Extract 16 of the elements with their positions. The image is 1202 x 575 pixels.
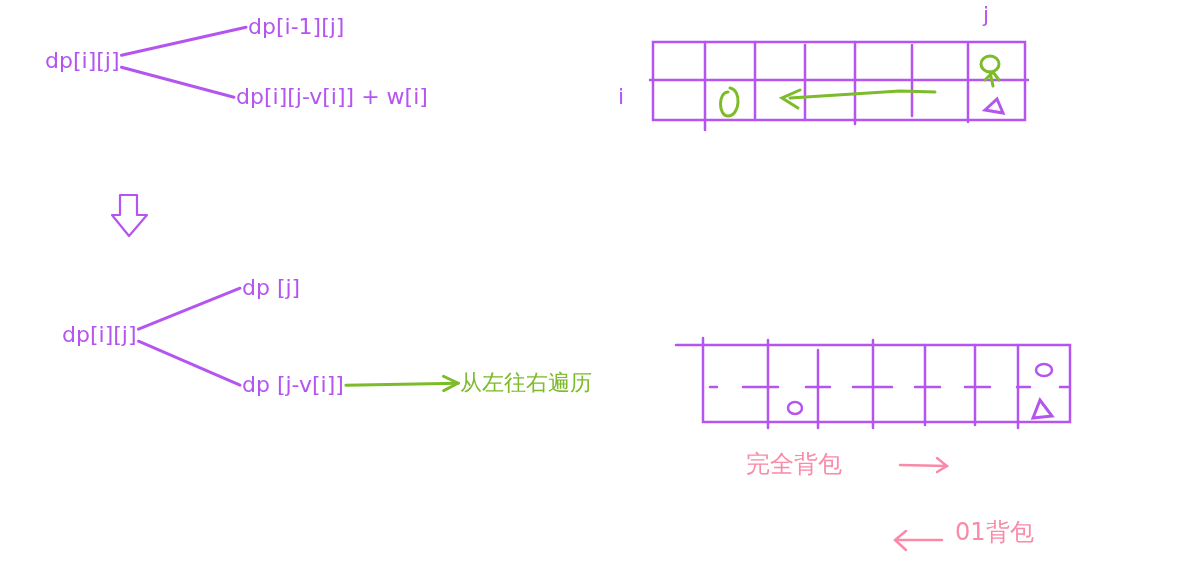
formula-text: dp [j] [242, 275, 301, 302]
branch-line [120, 65, 236, 99]
branch-line [120, 25, 248, 57]
label-text: i [618, 84, 625, 111]
label-text: j [983, 2, 990, 29]
formula-text: dp[i-1][j] [248, 14, 345, 41]
formula-text: dp[i][j-v[i]] + w[i] [236, 84, 428, 111]
branch-line [137, 286, 242, 331]
label-text: 完全背包 [746, 450, 842, 479]
branch-line [137, 339, 242, 387]
formula-text: dp [j-v[i]] [242, 372, 344, 399]
note-text: 从左往右遍历 [460, 370, 592, 397]
label-text: 01背包 [955, 518, 1034, 547]
arrow [344, 374, 460, 393]
formula-text: dp[i][j] [45, 48, 120, 75]
formula-text: dp[i][j] [62, 322, 137, 349]
